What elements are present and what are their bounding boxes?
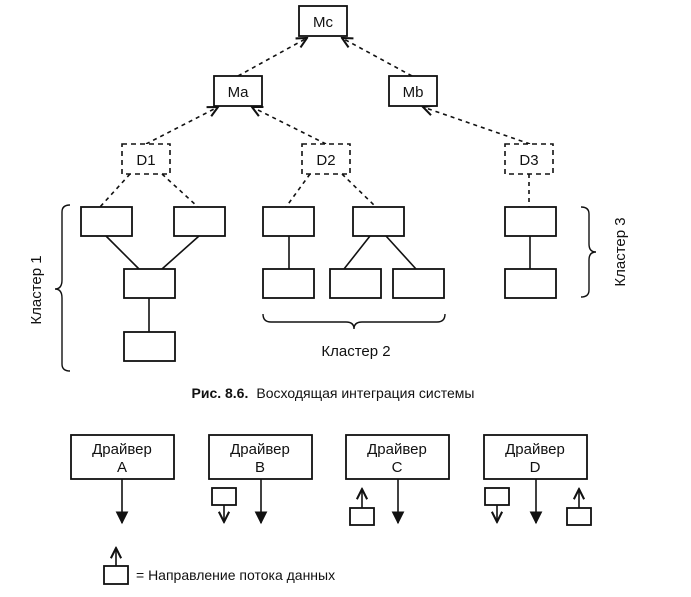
figure-caption-text: Восходящая интеграция системы	[256, 385, 474, 401]
cluster-2-modules	[262, 206, 445, 299]
driver-c-data-box	[349, 507, 375, 526]
node-d1-label: D1	[136, 152, 155, 169]
cluster-2-label: Кластер 2	[321, 343, 390, 360]
cluster-2-brace	[262, 313, 446, 330]
cluster-1-modules	[80, 206, 226, 362]
figure-caption-number: Рис. 8.6.	[192, 385, 249, 401]
mb-to-mc-arrow	[342, 38, 413, 77]
d2-link-left	[285, 173, 311, 208]
node-mb: Mb	[388, 75, 438, 107]
driver-d-letter: D	[530, 459, 541, 476]
legend-box-icon	[103, 565, 129, 585]
driver-d-output-box	[566, 507, 592, 526]
cluster-3-label: Кластер 3	[612, 217, 629, 286]
node-ma-label: Ma	[228, 84, 249, 101]
ma-to-mc-arrow	[237, 38, 307, 77]
cluster-3-modules	[504, 206, 557, 299]
d1-link-left	[99, 173, 131, 208]
driver-c-title: Драйвер	[367, 441, 427, 458]
driver-b: Драйвер B	[208, 434, 313, 525]
node-d3: D3	[504, 143, 554, 175]
driver-b-data-box	[211, 487, 237, 506]
node-mc: Mc	[298, 5, 348, 37]
node-mc-label: Mc	[313, 14, 333, 31]
driver-a-letter: A	[117, 459, 127, 476]
figure-caption: Рис. 8.6. Восходящая интеграция системы	[192, 385, 475, 402]
node-mb-label: Mb	[403, 84, 424, 101]
driver-d-input-box	[484, 487, 510, 506]
cluster-1-label: Кластер 1	[28, 255, 45, 324]
driver-d-title: Драйвер	[505, 441, 565, 458]
cluster-3-brace	[580, 206, 597, 298]
node-d1: D1	[121, 143, 171, 175]
node-ma: Ma	[213, 75, 263, 107]
driver-d: Драйвер D	[483, 434, 592, 526]
driver-b-letter: B	[255, 459, 265, 476]
node-d2-label: D2	[316, 152, 335, 169]
cluster-1-brace	[54, 204, 71, 372]
d2-to-ma-arrow	[252, 107, 327, 145]
driver-c: Драйвер C	[345, 434, 450, 526]
legend: = Направление потока данных	[103, 548, 335, 585]
driver-a-title: Драйвер	[92, 441, 152, 458]
driver-b-title: Драйвер	[230, 441, 290, 458]
d2-link-right	[341, 173, 377, 208]
driver-c-letter: C	[392, 459, 403, 476]
d1-to-ma-arrow	[145, 107, 218, 145]
node-d2: D2	[301, 143, 351, 175]
d1-link-right	[161, 173, 199, 208]
d3-to-mb-arrow	[423, 107, 531, 145]
legend-text: = Направление потока данных	[136, 567, 335, 583]
node-d3-label: D3	[519, 152, 538, 169]
driver-a: Драйвер A	[70, 434, 175, 525]
